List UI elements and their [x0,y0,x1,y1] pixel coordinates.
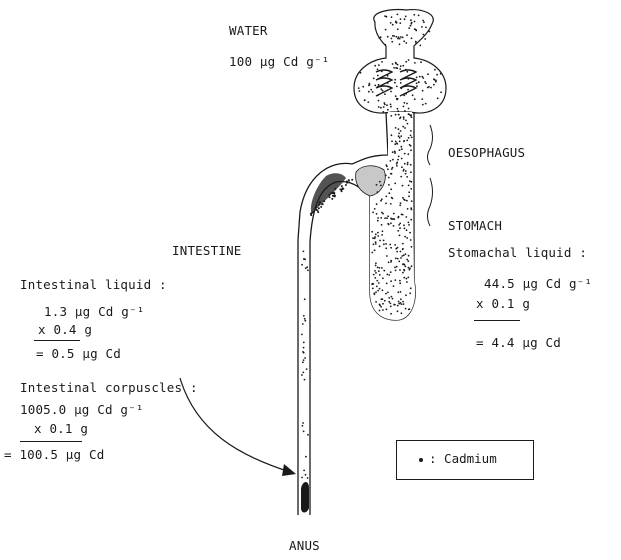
water-label: WATER [229,23,268,38]
corpuscles-arrowhead [282,464,296,476]
stomachal-liquid-result: = 4.4 µg Cd [476,335,561,350]
stomach-bracket [428,178,433,226]
stomach-body [370,112,415,320]
intestinal-liquid-mass: x 0.4 g [38,322,92,337]
anus-label: ANUS [289,538,320,553]
intestinal-liquid-title: Intestinal liquid : [20,277,167,292]
intestinal-corpuscles-divider [20,441,82,442]
legend: : Cadmium [396,440,534,480]
intestinal-corpuscles-result: = 100.5 µg Cd [4,447,104,462]
intestinal-liquid-conc: 1.3 µg Cd g⁻¹ [44,304,144,319]
legend-label: : Cadmium [429,451,497,466]
stomachal-divider [474,320,520,321]
mouth-region [354,10,446,114]
oesophagus-bracket [428,125,433,165]
oesophagus-label: OESOPHAGUS [448,145,525,160]
legend-dot-icon [419,458,423,462]
water-concentration: 100 µg Cd g⁻¹ [229,54,329,69]
intestinal-liquid-divider [34,340,80,341]
stomachal-liquid-mass: x 0.1 g [476,296,530,311]
intestinal-corpuscles-title: Intestinal corpuscles : [20,380,198,395]
intestinal-liquid-result: = 0.5 µg Cd [36,346,121,361]
intestinal-corpuscles-conc: 1005.0 µg Cd g⁻¹ [20,402,144,417]
stomachal-liquid-conc: 44.5 µg Cd g⁻¹ [484,276,592,291]
intestinal-corpuscles-mass [301,482,309,513]
intestinal-corpuscles-mass: x 0.1 g [34,421,88,436]
intestine-label: INTESTINE [172,243,242,258]
stomach-label: STOMACH [448,218,502,233]
stomachal-liquid-title: Stomachal liquid : [448,245,587,260]
